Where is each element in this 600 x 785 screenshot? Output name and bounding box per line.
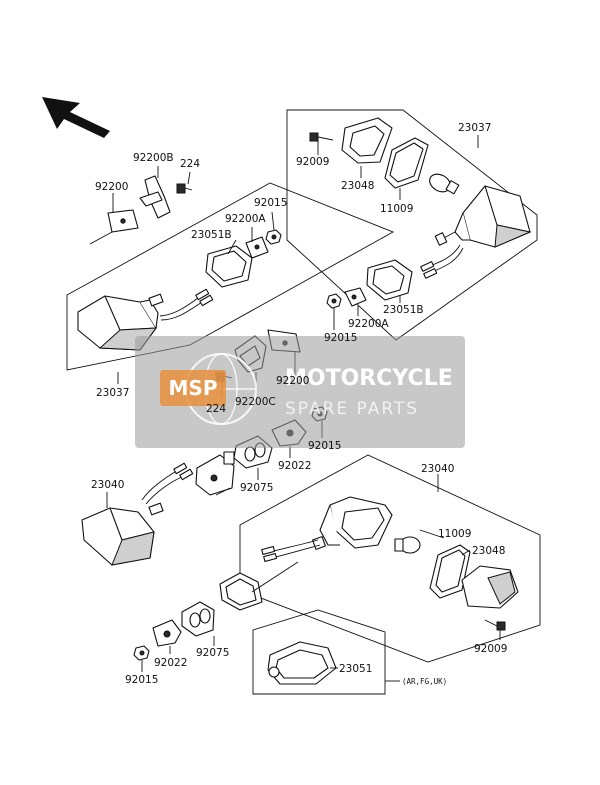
bracket-92200A-upper bbox=[344, 287, 367, 307]
part-label: 23040 bbox=[91, 479, 124, 491]
mount-center bbox=[195, 451, 235, 496]
part-label: 23040 bbox=[421, 463, 454, 475]
part-label: 23048 bbox=[341, 180, 374, 192]
gasket-11009-upper bbox=[384, 137, 429, 189]
mount-23051B-upper bbox=[366, 259, 413, 301]
nut-92015-mid bbox=[265, 229, 282, 245]
part-label: 224 bbox=[180, 158, 200, 170]
part-label: 23037 bbox=[458, 122, 491, 134]
watermark-title: MOTORCYCLE bbox=[285, 366, 453, 391]
watermark: MSP MOTORCYCLE SPARE PARTS bbox=[135, 336, 465, 448]
turn-signal-housing-upper-left bbox=[77, 288, 214, 351]
part-label: 92009 bbox=[474, 643, 507, 655]
screw-92009-upper bbox=[309, 132, 334, 142]
group-frame-lower-right bbox=[239, 454, 541, 663]
watermark-panel bbox=[135, 336, 465, 448]
bracket-92200B bbox=[139, 175, 171, 219]
watermark-logo: MSP bbox=[169, 376, 218, 400]
screw-92009-lower bbox=[484, 619, 506, 631]
part-label: 92200B bbox=[133, 152, 174, 164]
bulb-upper bbox=[429, 173, 460, 195]
mount-23051B-mid bbox=[205, 245, 253, 288]
part-label: 92200 bbox=[95, 181, 128, 193]
part-label: 92022 bbox=[278, 460, 311, 472]
group-frame-upper-right bbox=[286, 109, 538, 341]
part-labels: 23037 92009 23048 11009 23051B 92200A 92… bbox=[91, 122, 507, 686]
part-label: 23037 bbox=[96, 387, 129, 399]
gasket-11009-lower bbox=[429, 544, 471, 599]
group-frame-upper-left bbox=[66, 182, 395, 371]
nut-92015-upper bbox=[326, 293, 342, 309]
part-label: 92015 bbox=[324, 332, 357, 344]
group-frame-23051 bbox=[252, 609, 386, 695]
part-label: 92075 bbox=[240, 482, 273, 494]
part-label: 92200C bbox=[235, 396, 276, 408]
screw-224-upper bbox=[176, 183, 193, 194]
part-label: 92200A bbox=[348, 318, 389, 330]
part-label: 92022 bbox=[154, 657, 187, 669]
part-label: 11009 bbox=[438, 528, 471, 540]
part-label: 23051B bbox=[191, 229, 232, 241]
grommet-92075-lower bbox=[181, 601, 215, 637]
part-label: 92075 bbox=[196, 647, 229, 659]
market-note: (AR,FG,UK) bbox=[402, 677, 447, 686]
part-label: 23051 bbox=[339, 663, 372, 675]
part-label: 92015 bbox=[308, 440, 341, 452]
part-label: 92015 bbox=[125, 674, 158, 686]
nut-92015-lower bbox=[133, 645, 150, 661]
bracket-92200-upper-left bbox=[107, 209, 139, 233]
bracket-92200A-mid bbox=[245, 236, 269, 259]
part-label: 11009 bbox=[380, 203, 413, 215]
watermark-logo-badge bbox=[160, 370, 226, 406]
watermark-subtitle: SPARE PARTS bbox=[285, 399, 419, 419]
part-label: 224 bbox=[206, 403, 226, 415]
part-label: 92200A bbox=[225, 213, 266, 225]
part-label: 23048 bbox=[472, 545, 505, 557]
mount-23051 bbox=[267, 641, 337, 685]
turn-signal-housing-lower-left bbox=[81, 462, 194, 566]
lens-23048-upper bbox=[341, 117, 393, 164]
turn-signal-housing-upper-right bbox=[420, 185, 532, 279]
washer-92022-lower bbox=[152, 619, 182, 647]
part-label: 92009 bbox=[296, 156, 329, 168]
direction-arrow-icon bbox=[42, 97, 110, 138]
part-label: 92200 bbox=[276, 375, 309, 387]
mount-lower bbox=[219, 561, 299, 611]
lens-23048-lower bbox=[461, 565, 519, 609]
part-label: 92015 bbox=[254, 197, 287, 209]
bulb-lower bbox=[394, 536, 421, 554]
turn-signal-housing-lower-right bbox=[261, 496, 393, 563]
part-label: 23051B bbox=[383, 304, 424, 316]
